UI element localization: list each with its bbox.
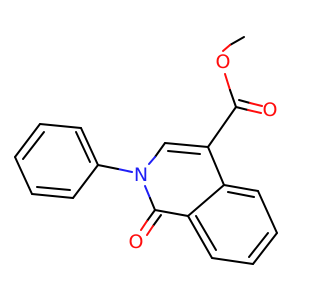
bond-ph-2	[39, 123, 82, 129]
bond-c3-n	[154, 142, 166, 158]
bond-c4a-c4	[207, 146, 225, 186]
bond-c8a-c4a	[187, 184, 225, 217]
bond-ester-co-2-black	[238, 99, 251, 104]
atom-labels: O O N O	[129, 51, 278, 253]
bond-c1-o-1-red	[140, 220, 148, 231]
bond-ph-6	[72, 164, 99, 199]
bond-c1-c8a	[154, 209, 189, 217]
bond-c6-c7	[252, 232, 278, 265]
bond-ph-1-inner	[75, 131, 91, 163]
bond-ester-co-1-black	[235, 106, 249, 111]
bond-ester-c4	[207, 106, 237, 148]
bond-ph-3-inner	[22, 131, 45, 160]
bond-c4a-c5-inner	[227, 191, 255, 198]
bond-n-c1-blue	[144, 185, 151, 199]
background	[0, 0, 300, 300]
bond-methyl-o-red	[222, 44, 231, 52]
bond-n-phenyl	[97, 164, 119, 170]
molecule-structure: O O N O	[0, 0, 300, 300]
bond-c6-c7-inner	[248, 232, 269, 258]
molecule-canvas: O O N O	[0, 0, 300, 300]
bond-ph-5-inner	[36, 186, 71, 191]
atom-o-methoxy: O	[216, 51, 231, 73]
bond-n-phenyl-blue	[117, 168, 133, 173]
bond-ester-co-1-red	[247, 109, 262, 114]
bond-c7-c8	[211, 257, 254, 265]
bond-n-c1	[149, 197, 156, 211]
bond-c1-o-2	[152, 214, 162, 227]
bond-c4a-c5	[223, 184, 259, 192]
atom-n-ring: N	[134, 164, 148, 186]
bond-c8-c8a-inner	[195, 215, 217, 251]
bond-ph-4	[14, 156, 33, 195]
bond-ph-5	[31, 193, 74, 199]
bond-o-ester-c	[224, 73, 231, 91]
bond-c8-c8a	[187, 215, 213, 259]
bond-ph-1	[80, 127, 99, 166]
atom-o-ester-carbonyl: O	[263, 99, 278, 121]
bond-c3-n-blue	[148, 156, 156, 165]
bonds	[14, 36, 278, 265]
bond-ester-co-2-red	[249, 102, 263, 107]
bond-c1-o-2-red	[146, 225, 154, 236]
bond-methyl-o	[229, 36, 245, 46]
bond-c1-o-1	[146, 209, 156, 222]
bond-c5-c6	[257, 190, 278, 234]
bond-o-ester-c-black	[229, 89, 237, 108]
atom-o-lactam: O	[129, 231, 144, 253]
bond-c4-c3-inner	[167, 150, 201, 155]
bond-ph-3	[14, 123, 41, 158]
bond-c4-c3	[164, 142, 209, 148]
